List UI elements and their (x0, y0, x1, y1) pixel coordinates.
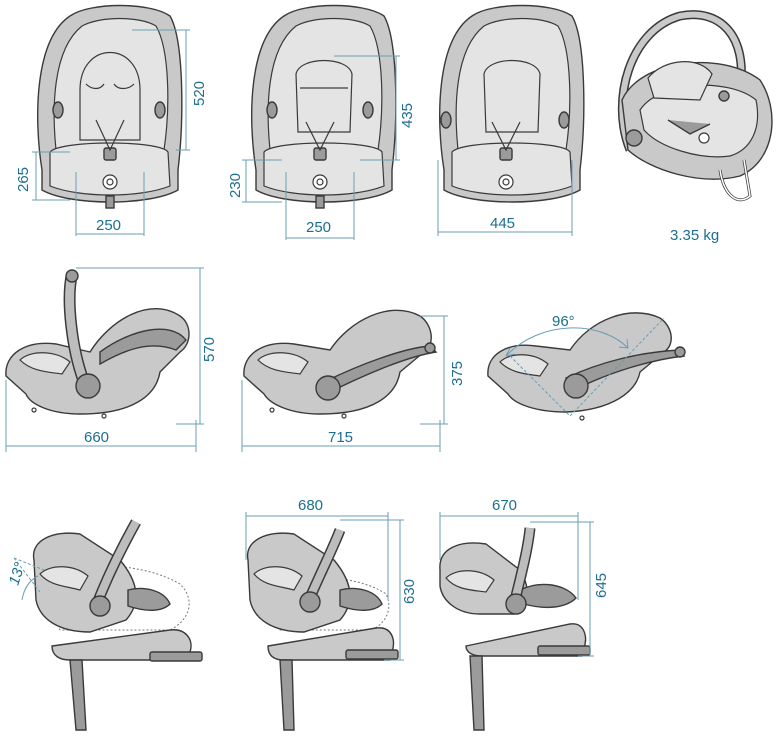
side2-length-label: 715 (328, 429, 353, 446)
front3-width-label: 445 (490, 215, 515, 232)
side1-length-label: 660 (84, 429, 109, 446)
side-view-handle-up (5, 267, 204, 452)
front2-height-label: 435 (399, 103, 416, 128)
front2-width-label: 250 (306, 219, 331, 236)
side2-height-label: 375 (449, 361, 466, 386)
side-view-handle-down (241, 309, 448, 452)
recline-angle-label: 13° (6, 560, 29, 587)
front1-height-label: 520 (191, 81, 208, 106)
base-view-1 (13, 519, 203, 731)
base3-length-label: 670 (492, 497, 517, 514)
angled-view (617, 10, 773, 202)
side1-height-label: 570 (201, 337, 218, 362)
base-view-2 (245, 512, 404, 731)
front1-width-label: 250 (96, 217, 121, 234)
front-view-1 (32, 4, 190, 236)
handle-angle-label: 96° (552, 313, 575, 330)
base2-height-label: 630 (401, 579, 418, 604)
weight-label: 3.35 kg (670, 227, 719, 244)
base3-height-label: 645 (593, 573, 610, 598)
base2-length-label: 680 (298, 497, 323, 514)
front1-harness-label: 265 (15, 167, 32, 192)
front-view-2 (242, 4, 400, 240)
front-view-3 (437, 4, 585, 236)
side-view-handle-angle (487, 312, 686, 421)
base-view-3 (439, 512, 594, 731)
front2-harness-label: 230 (227, 173, 244, 198)
